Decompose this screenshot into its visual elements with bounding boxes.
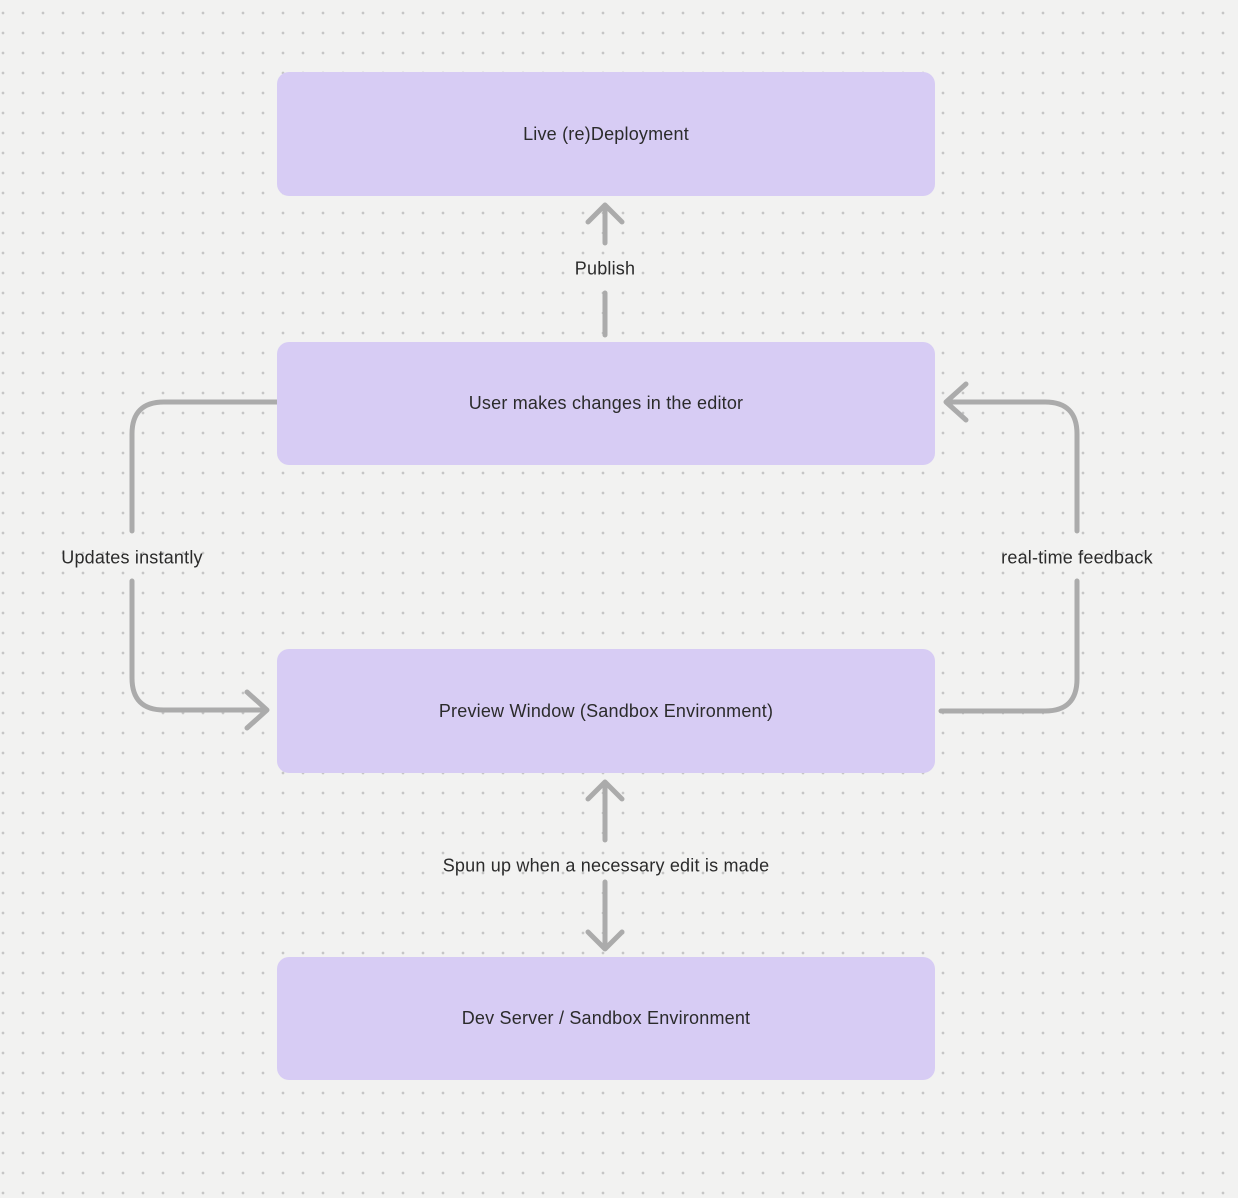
edge-label-spun-up[interactable]: Spun up when a necessary edit is made (442, 855, 770, 876)
node-live-redeployment[interactable]: Live (re)Deployment (277, 72, 935, 196)
edge-spun-up-arrow[interactable] (585, 779, 625, 952)
arrow-up-head-icon (585, 779, 625, 802)
node-preview-window[interactable]: Preview Window (Sandbox Environment) (277, 649, 935, 773)
loop-lower-segment (129, 578, 265, 713)
node-label: Dev Server / Sandbox Environment (461, 1008, 751, 1028)
loop-upper-segment (947, 399, 1080, 534)
arrow-up-head-icon (585, 202, 625, 225)
edge-real-time-feedback-arrow[interactable] (938, 381, 1080, 714)
edge-label-real-time-feedback[interactable]: real-time feedback (1001, 547, 1153, 568)
node-label: User makes changes in the editor (468, 393, 744, 413)
loop-lower-segment (938, 578, 1080, 714)
edge-label-publish[interactable]: Publish (574, 258, 636, 279)
edge-label-updates-instantly[interactable]: Updates instantly (61, 547, 203, 568)
arrow-right-head-icon (244, 689, 270, 731)
arrow-down-head-icon (585, 929, 625, 952)
loop-upper-segment (129, 399, 280, 534)
edge-publish-arrow[interactable] (585, 202, 625, 338)
arrow-left-head-icon (943, 381, 969, 423)
node-user-editor[interactable]: User makes changes in the editor (277, 342, 935, 465)
node-label: Live (re)Deployment (523, 123, 689, 144)
node-label: Preview Window (Sandbox Environment) (438, 700, 774, 721)
node-dev-server[interactable]: Dev Server / Sandbox Environment (277, 957, 935, 1080)
edge-updates-instantly-arrow[interactable] (129, 399, 280, 731)
